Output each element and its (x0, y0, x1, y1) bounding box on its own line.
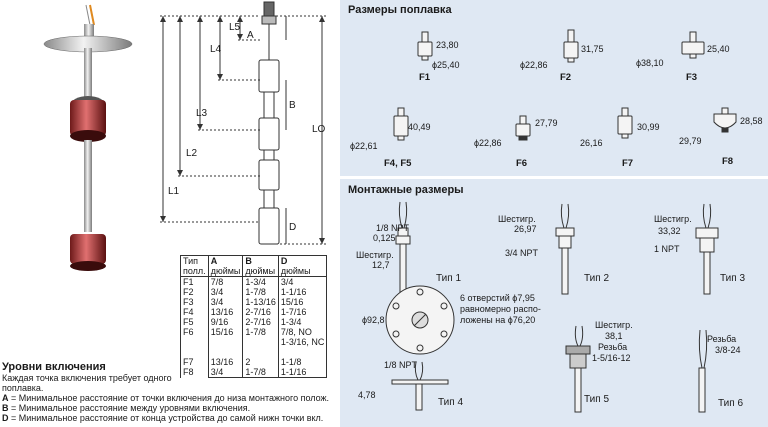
t1-value: 0,125 (373, 233, 396, 243)
t3-label: Тип 3 (720, 273, 746, 284)
t5-thread-value: 1-5/16-12 (592, 353, 631, 363)
t5-label: Тип 5 (584, 394, 610, 405)
float-drawings (393, 29, 737, 141)
mount-drawings (385, 201, 719, 413)
float-switch-photo (43, 4, 133, 271)
f8-diameter: 29,79 (679, 136, 702, 146)
f2-label: F2 (560, 72, 572, 83)
f1-label: F1 (419, 72, 431, 83)
t4-holes: 6 отверстий ϕ7,95 (460, 293, 535, 303)
f4-label: F4, F5 (384, 158, 412, 169)
t5-hex-value: 38,1 (605, 331, 623, 341)
t3-hex: Шестигр. (654, 214, 692, 224)
dim-L5: L5 (229, 22, 241, 33)
f8-height: 28,58 (740, 116, 763, 126)
f1-diameter: ϕ25,40 (432, 60, 460, 70)
f4-diameter: ϕ22,61 (350, 141, 378, 151)
t2-hex: Шестигр. (498, 214, 536, 224)
legend-note: Каждая точка включения требует одного (2, 373, 172, 383)
f7-label: F7 (622, 158, 634, 169)
f6-height: 27,79 (535, 118, 558, 128)
f6-label: F6 (516, 158, 528, 169)
legend-d: D = Минимальное расстояние от конца устр… (2, 413, 324, 423)
f7-diameter: 26,16 (580, 138, 603, 148)
legend: Уровни включения Каждая точка включения … (2, 361, 340, 423)
legend-a: A = Минимальное расстояние от точки вклю… (2, 393, 330, 403)
dim-L3: L3 (196, 108, 208, 119)
dim-B: B (289, 100, 296, 111)
f3-height: 25,40 (707, 44, 730, 54)
f7-height: 30,99 (637, 122, 660, 132)
dim-L2: L2 (186, 148, 198, 159)
dim-LO: LO (312, 124, 326, 135)
dim-A: A (247, 30, 254, 41)
t5-thread: Резьба (598, 342, 628, 352)
t1-label: Тип 1 (436, 273, 462, 284)
f2-height: 31,75 (581, 44, 604, 54)
t4-thickness: 4,78 (358, 390, 376, 400)
t1-hex: Шестигр. (356, 250, 394, 260)
t6-thread: Резьба (707, 334, 737, 344)
legend-title: Уровни включения (2, 361, 106, 373)
f3-label: F3 (686, 72, 698, 83)
f1-height: 23,80 (436, 40, 459, 50)
dimension-drawing (160, 1, 326, 245)
section-divider (340, 176, 768, 179)
t6-thread-value: 3/8-24 (715, 345, 741, 355)
legend-note: поплавка. (2, 383, 44, 393)
t1-hex-value: 12,7 (372, 260, 390, 270)
float-sizes-title: Размеры поплавка (348, 4, 452, 16)
legend-b: B = Минимальное расстояние между уровням… (2, 403, 251, 413)
t5-hex: Шестигр. (595, 320, 633, 330)
f8-label: F8 (722, 156, 734, 167)
t4-holes-2: равномерно распо- (460, 304, 541, 314)
mount-sizes-title: Монтажные размеры (348, 184, 464, 196)
f3-diameter: ϕ38,10 (636, 58, 664, 68)
dim-L1: L1 (168, 186, 180, 197)
t6-label: Тип 6 (718, 398, 744, 409)
f2-diameter: ϕ22,86 (520, 60, 548, 70)
t2-hex-value: 26,97 (514, 224, 537, 234)
t4-label: Тип 4 (438, 397, 464, 408)
t4-npt: 1/8 NPT (384, 360, 418, 370)
f6-diameter: ϕ22,86 (474, 138, 502, 148)
f4-height: 40,49 (408, 122, 431, 132)
t1-npt: 1/8 NPT (376, 223, 410, 233)
t3-npt: 1 NPT (654, 244, 680, 254)
right-panel (340, 0, 768, 427)
t2-npt: 3/4 NPT (505, 248, 539, 258)
t4-flange-diameter: ϕ92,8 (362, 315, 385, 325)
t4-holes-3: ложены на ϕ76,20 (460, 315, 536, 325)
t3-hex-value: 33,32 (658, 226, 681, 236)
t2-label: Тип 2 (584, 273, 610, 284)
dim-D: D (289, 222, 297, 233)
dim-L4: L4 (210, 44, 222, 55)
